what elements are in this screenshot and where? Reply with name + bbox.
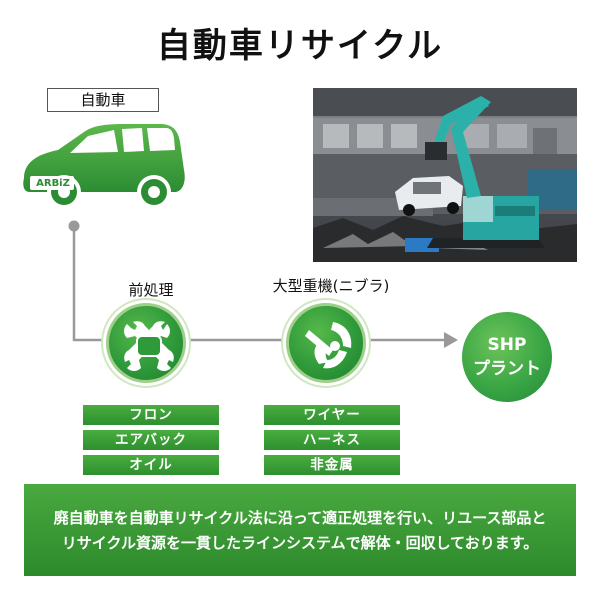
excavator-photo — [313, 88, 577, 262]
step1-item: オイル — [83, 455, 219, 475]
step1-item: フロン — [83, 405, 219, 425]
step2-item: 非金属 — [264, 455, 400, 475]
pretreatment-icon — [106, 303, 186, 383]
car-icon — [23, 124, 185, 209]
vehicle-label: 自動車 — [47, 88, 159, 112]
description-banner: 廃自動車を自動車リサイクル法に沿って適正処理を行い、リユース部品と リサイクル資… — [24, 484, 576, 576]
description-line-2: リサイクル資源を一貫したラインシステムで解体・回収しております。 — [61, 534, 539, 552]
plate-badge: ARBiZ — [36, 178, 70, 189]
shp-label: SHP — [487, 335, 527, 355]
step2-caption: 大型重機(ニブラ) — [272, 277, 390, 295]
shp-plant-node: SHP プラント — [462, 312, 552, 402]
page-title: 自動車リサイクル — [156, 26, 444, 66]
step1-item: エアバック — [83, 430, 219, 450]
plant-label: プラント — [473, 359, 541, 379]
description-line-1: 廃自動車を自動車リサイクル法に沿って適正処理を行い、リユース部品と — [53, 509, 547, 527]
step1-caption: 前処理 — [128, 281, 174, 299]
step2-item: ハーネス — [264, 430, 400, 450]
step2-item: ワイヤー — [264, 405, 400, 425]
nibbler-icon — [286, 303, 366, 383]
